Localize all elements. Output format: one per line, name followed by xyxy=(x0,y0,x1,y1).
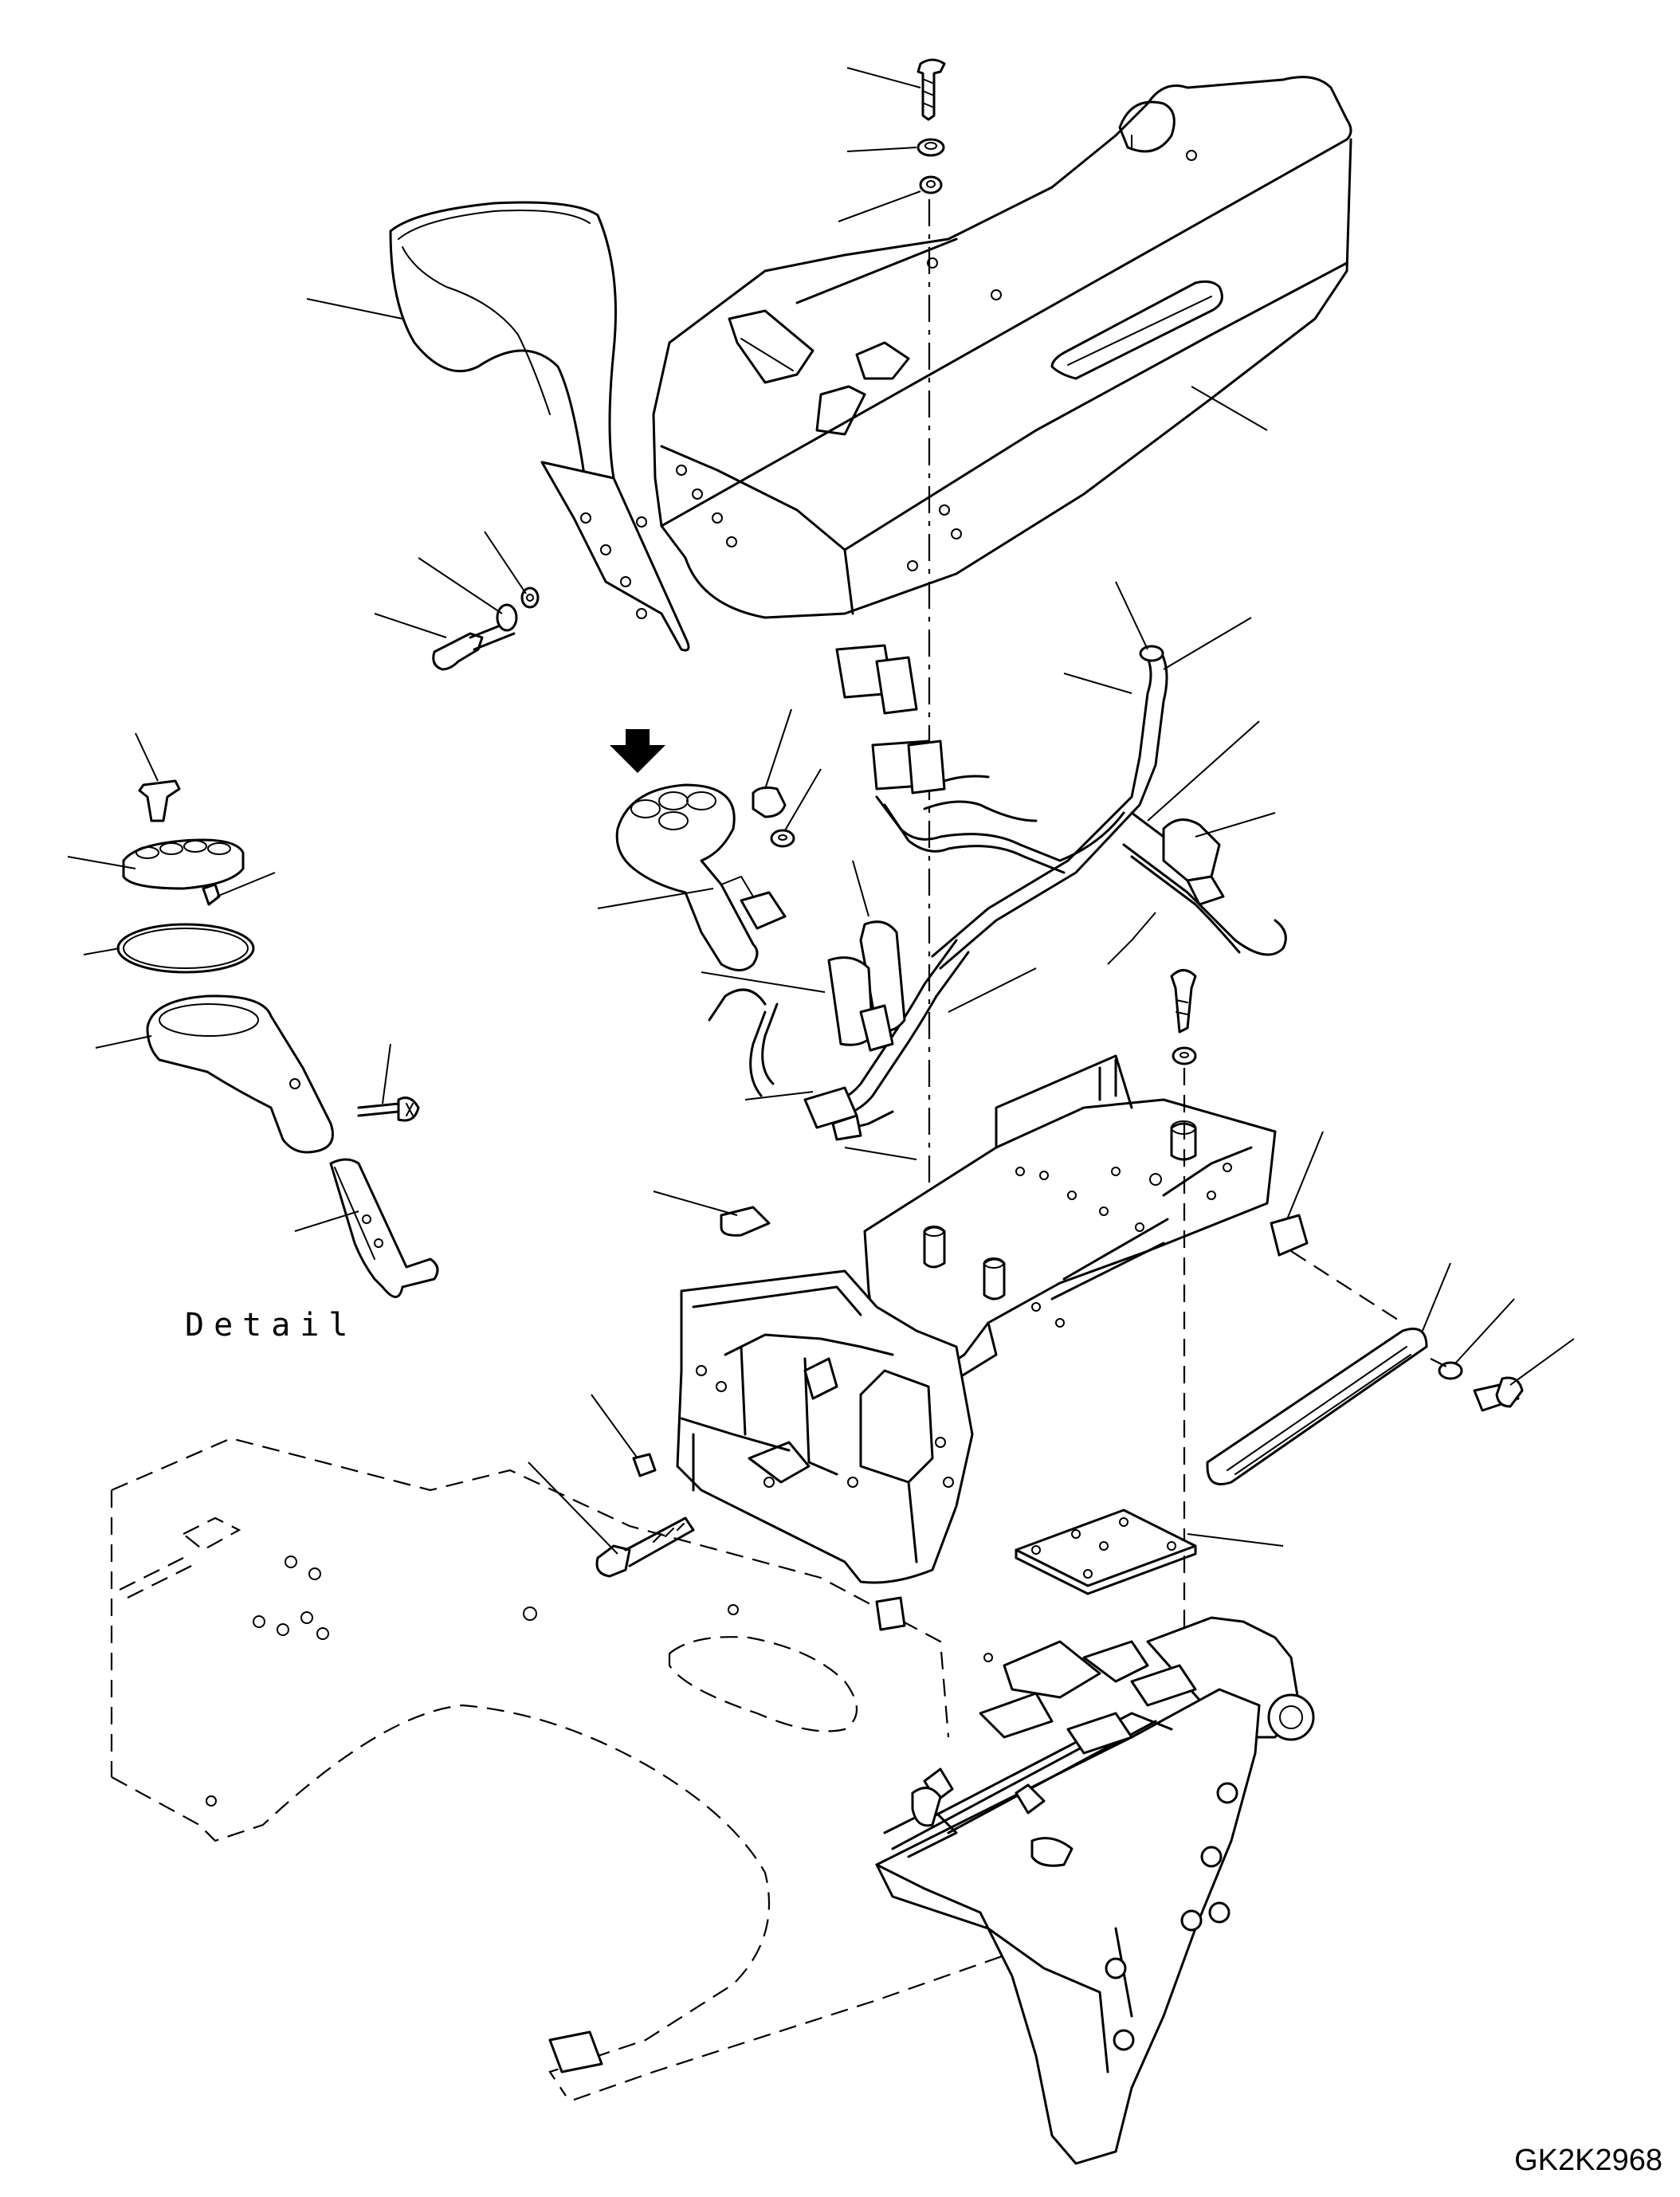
pad-block xyxy=(720,1206,771,1237)
slotted-strap xyxy=(1206,1328,1428,1485)
pad-right xyxy=(1270,1214,1309,1257)
right-bolt xyxy=(1473,1376,1524,1412)
pedestal-base xyxy=(875,1616,1315,2165)
cap-and-washer xyxy=(752,786,795,848)
wire-harness xyxy=(708,644,1287,1141)
armrest-screw xyxy=(432,587,540,671)
detail-label: Detail xyxy=(185,1307,358,1344)
armrest xyxy=(389,201,690,652)
side-bolt xyxy=(1170,969,1197,1065)
long-bolt xyxy=(595,1516,695,1578)
drawing-code: GK2K2968 xyxy=(1514,2144,1662,2177)
box-bracket xyxy=(676,1269,974,1584)
small-nut xyxy=(632,1453,657,1477)
top-bolt-stack xyxy=(917,58,946,194)
detail-parts xyxy=(116,779,439,1298)
floor-frame xyxy=(110,1437,1037,2101)
down-arrow-icon xyxy=(610,729,665,773)
floor-plate xyxy=(1015,1508,1197,1595)
console-cover xyxy=(652,76,1352,619)
joystick-grip xyxy=(615,783,787,971)
